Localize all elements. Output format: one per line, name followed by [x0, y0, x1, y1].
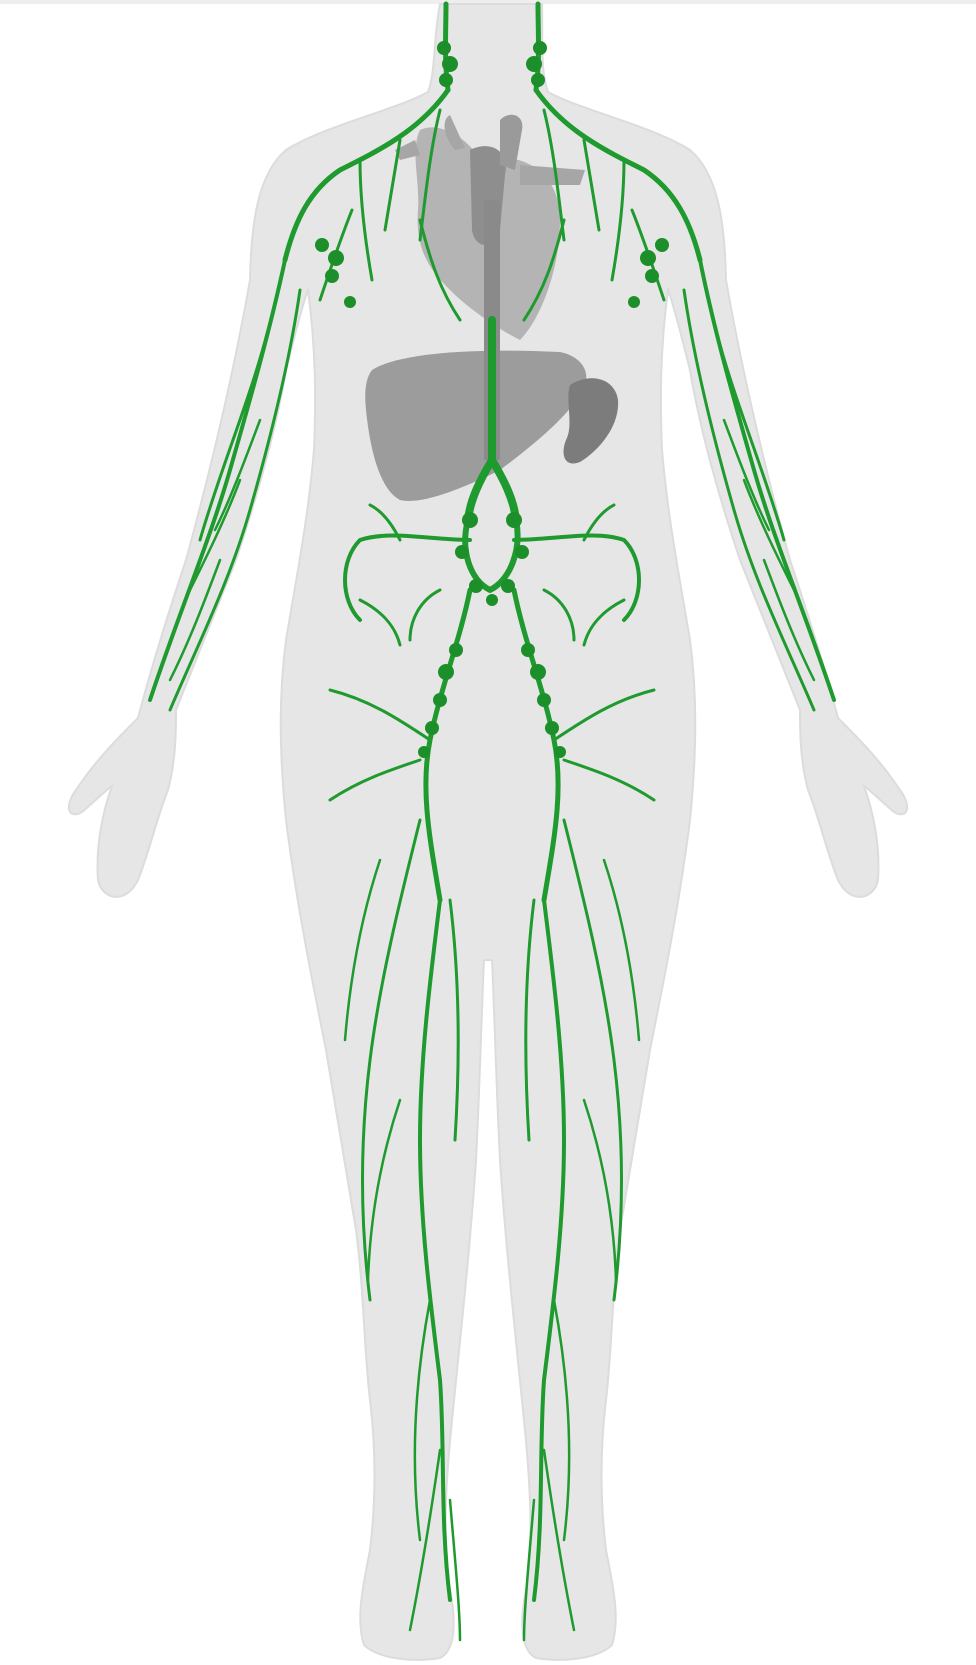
- diagram-canvas: [0, 0, 976, 1665]
- lymphatic-system-diagram: [0, 0, 976, 1665]
